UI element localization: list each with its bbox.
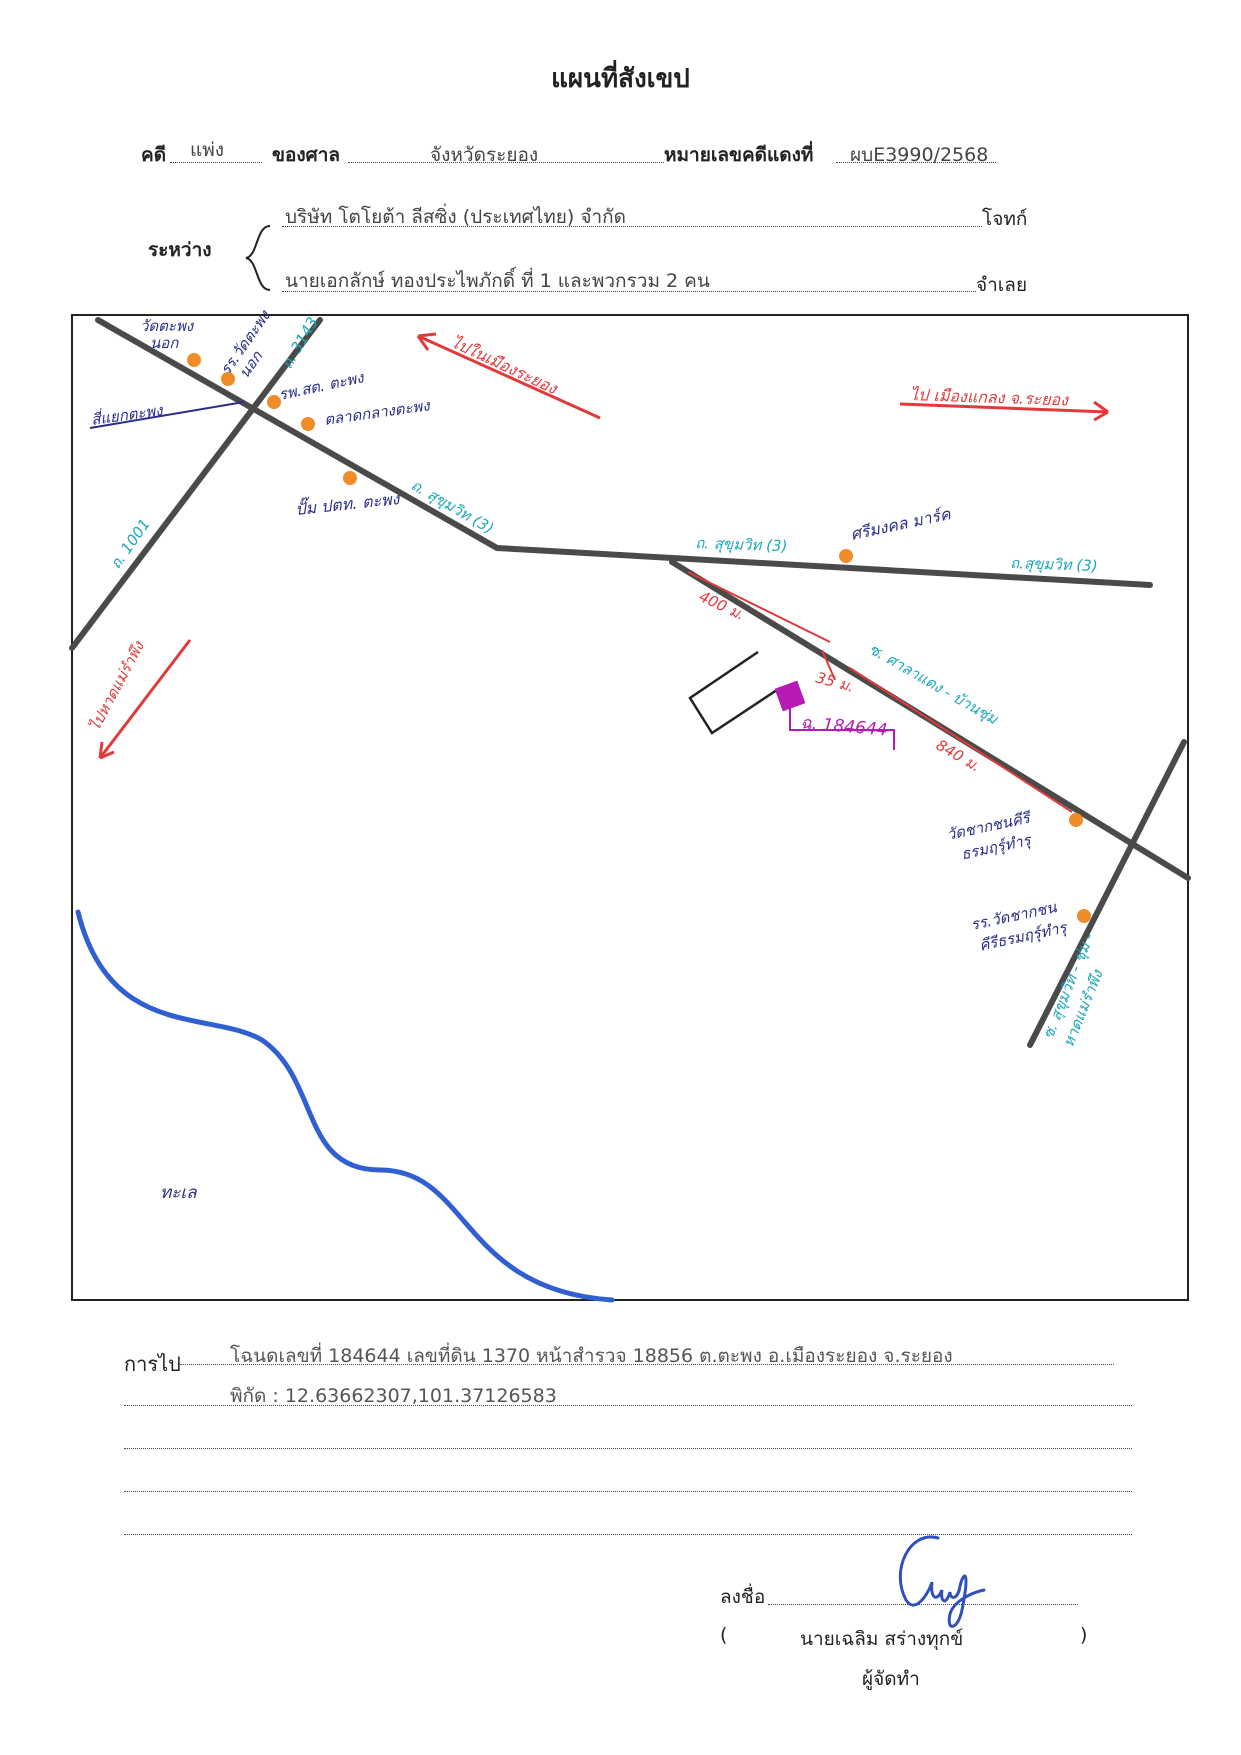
- plaintiff-line: [282, 226, 982, 227]
- handwritten-signature: [898, 1535, 986, 1628]
- signer-role: ผู้จัดทำ: [862, 1668, 920, 1690]
- label-sukhumvit-2: ถ. สุขุมวิท (3): [695, 534, 788, 555]
- label-deed-marker: ฉ. 184644: [800, 713, 889, 741]
- label-soi-salaeng: ซ. ศาลาแดง - บ้านชุ่ม: [866, 640, 1002, 729]
- red-number: ผบE3990/2568: [850, 144, 989, 166]
- court-name: จังหวัดระยอง: [430, 144, 539, 166]
- directions-coordinates: พิกัด : 12.63662307,101.37126583: [230, 1385, 557, 1407]
- dot-srimongkol: [839, 549, 853, 563]
- label-sea: ทะเล: [160, 1183, 198, 1203]
- sign-label: ลงชื่อ: [720, 1586, 766, 1608]
- defendant-label: จำเลย: [976, 274, 1028, 296]
- case-label: คดี: [141, 144, 167, 166]
- case-type-line: [170, 162, 262, 163]
- label-wat-chak: วัดชากชนคีรีธรมฤรุ์ทำรุ: [945, 808, 1038, 865]
- directions-line-2: [124, 1405, 1132, 1406]
- deed-pointer: [789, 708, 895, 750]
- page-title: แผนที่สังเขป: [551, 64, 690, 94]
- defendant-line: [282, 291, 976, 292]
- signer-name: นายเฉลิม สร่างทุกข์: [800, 1628, 964, 1650]
- label-intersection: สี่แยกตะพง: [90, 399, 165, 429]
- map-border: [71, 314, 1189, 1301]
- label-ptt-station: ปั๊ม ปตท. ตะพง: [294, 487, 401, 519]
- dot-market: [301, 417, 315, 431]
- plaintiff-label: โจทก์: [982, 208, 1028, 230]
- label-market: ตลาดกลางตะพง: [323, 396, 432, 429]
- directions-deed: โฉนดเลขที่ 184644 เลขที่ดิน 1370 หน้าสำร…: [230, 1345, 953, 1367]
- dot-school-taphong: [221, 372, 235, 386]
- label-dist-840: 840 ม.: [933, 736, 984, 776]
- directions-line-5: [124, 1534, 1132, 1535]
- plot-outline: [688, 650, 781, 735]
- to-klaeng-arrow: [899, 402, 1109, 414]
- to-mueang-arrow: [417, 334, 601, 420]
- label-hospital: รพ.สต. ตะพง: [277, 368, 367, 404]
- directions-label: การไป: [124, 1352, 181, 1376]
- dot-school-chak: [1077, 909, 1091, 923]
- coastline: [75, 909, 615, 1303]
- sign-line: [768, 1604, 1078, 1605]
- to-mae-ramphueng-arrowhead: [98, 741, 115, 760]
- dist-35-arrow: [821, 649, 836, 681]
- to-mae-ramphueng-arrow: [98, 639, 192, 759]
- red-number-line: [836, 162, 996, 163]
- dist-840-arrow: [849, 667, 1073, 813]
- directions-line-4: [124, 1491, 1132, 1492]
- brace-icon: [245, 225, 271, 291]
- defendant-name: นายเอกลักษ์ ทองประไพภักดิ์ ที่ 1 และพวกร…: [285, 270, 710, 292]
- red-number-label: หมายเลขคดีแดงที่: [664, 144, 814, 166]
- court-label: ของศาล: [272, 144, 341, 166]
- case-type: แพ่ง: [190, 139, 225, 161]
- between-label: ระหว่าง: [148, 239, 212, 261]
- label-road-3143: ถ. 3143: [278, 314, 322, 372]
- close-paren: ): [1080, 1624, 1088, 1646]
- directions-line-3: [124, 1448, 1132, 1449]
- dot-wat-chak: [1069, 813, 1083, 827]
- label-to-mueang: ไปในเมืองระยอง: [448, 332, 561, 398]
- road-1001: [69, 317, 323, 651]
- plaintiff-name: บริษัท โตโยต้า ลีสซิ่ง (ประเทศไทย) จำกัด: [285, 206, 627, 228]
- label-soi-sukhumvit: ซ. สุขุมวิท - ชุ่ม -หาดแม่รำพึง: [1039, 930, 1118, 1049]
- label-to-mae-ramphueng: ไปหาดแม่รำพึง: [86, 637, 149, 734]
- dot-hospital: [267, 395, 281, 409]
- directions-line-1: [180, 1364, 1114, 1365]
- to-mueang-arrowhead: [416, 332, 437, 351]
- dot-wat-taphong: [187, 353, 201, 367]
- label-srimongkol: ศรีมงคล มาร์ค: [849, 504, 954, 544]
- dot-ptt-station: [343, 471, 357, 485]
- dist-400-arrow: [687, 571, 831, 643]
- road-soi-sukhumvit: [1027, 739, 1187, 1048]
- to-klaeng-arrowhead: [1093, 400, 1109, 422]
- label-sukhumvit-3: ถ.สุขุมวิท (3): [1010, 554, 1098, 575]
- deed-plot-marker: [774, 680, 806, 712]
- label-road-1001: ถ. 1001: [107, 515, 154, 572]
- court-line: [348, 162, 664, 163]
- road-sukhumvit: [95, 317, 1153, 588]
- open-paren: (: [720, 1624, 728, 1646]
- label-school-chak: รร.วัดชากชนคีรีธรมฤรุ์ทำรุ: [969, 897, 1070, 956]
- label-wat-taphong: วัดตะพงนอก: [140, 317, 195, 352]
- intersection-pointer: [89, 401, 245, 429]
